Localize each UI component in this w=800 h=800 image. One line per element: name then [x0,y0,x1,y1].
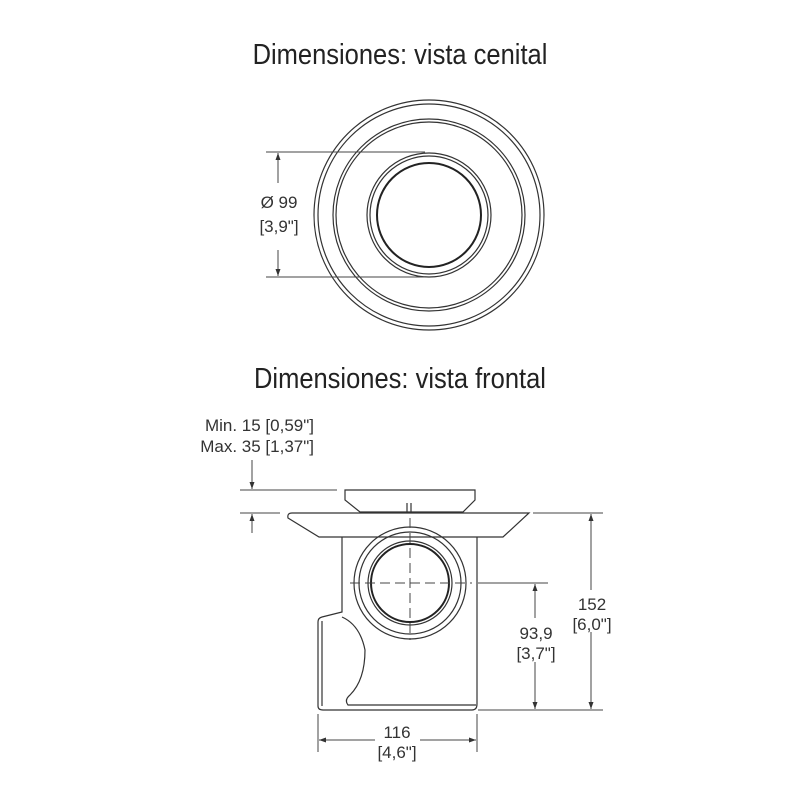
grate-min-label: Min. 15 [0,59"] [205,416,314,435]
width-dimension: 116 [4,6"] [317,714,478,762]
width-mm-label: 116 [383,723,410,742]
width-in-label: [4,6"] [377,743,416,762]
height-in-label: [6,0"] [572,615,611,634]
outlet-height-in-label: [3,7"] [516,644,555,663]
front-view-drawing [287,489,531,711]
grate-adjustment-dimension: Min. 15 [0,59"] Max. 35 [1,37"] [200,416,337,533]
outlet-height-dimension: 93,9 [3,7"] [478,582,556,709]
top-view-title: Dimensiones: vista cenital [253,37,548,70]
top-view-drawing [313,99,545,331]
outlet-height-mm-label: 93,9 [519,624,552,643]
height-dimension: 152 [6,0"] [478,512,612,711]
diameter-dimension: Ø 99 [3,9"] [259,151,425,278]
diameter-mm-label: Ø 99 [261,193,298,212]
grate-max-label: Max. 35 [1,37"] [200,437,314,456]
height-mm-label: 152 [578,595,606,614]
front-view-title: Dimensiones: vista frontal [254,361,546,394]
diameter-in-label: [3,9"] [259,217,298,236]
